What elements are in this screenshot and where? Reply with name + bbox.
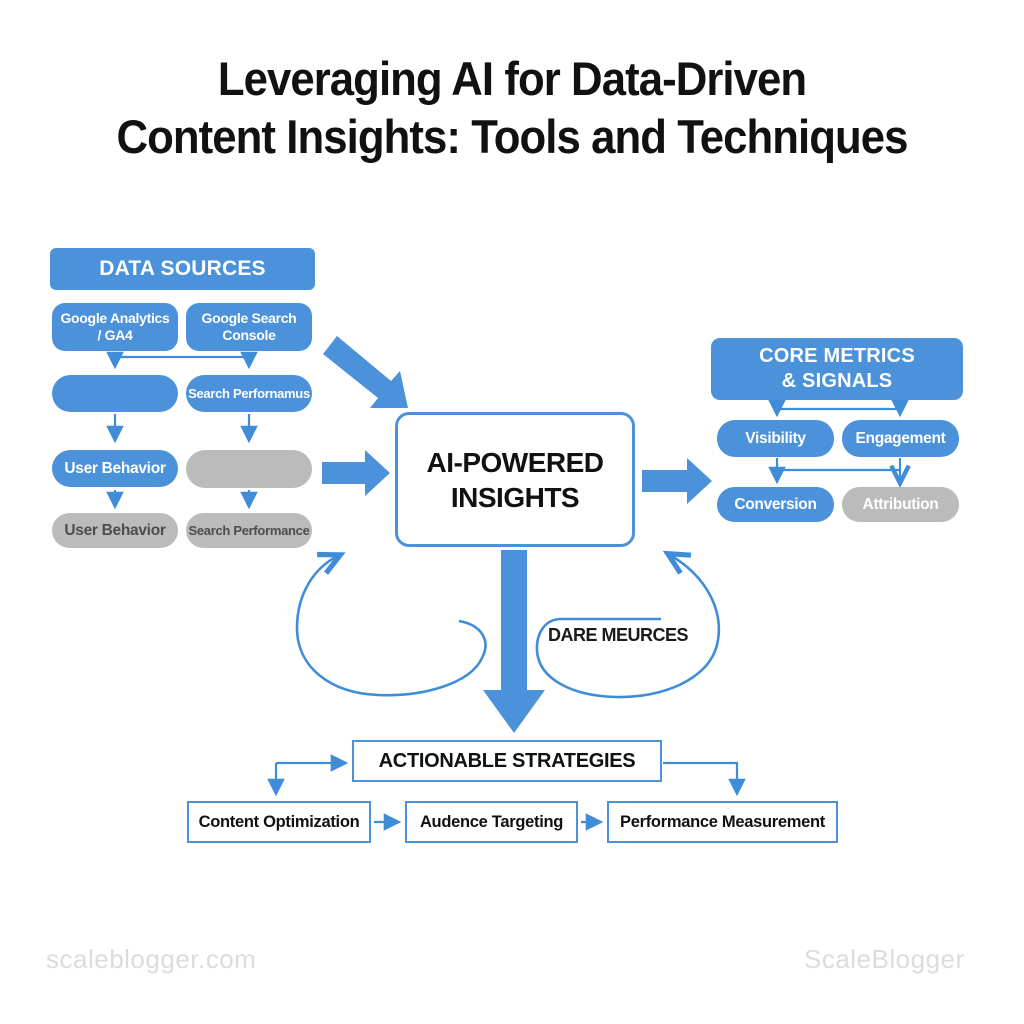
- data-sources-header: DATA SOURCES: [50, 248, 315, 290]
- page-title: Leveraging AI for Data-Driven Content In…: [0, 50, 1024, 166]
- strat-elbow-right: [663, 761, 746, 797]
- google-analytics-line2: / GA4: [97, 327, 133, 343]
- google-analytics-box: Google Analytics / GA4: [52, 303, 178, 351]
- big-arrow-down: [483, 550, 545, 733]
- feedback-loop-left: [295, 551, 487, 697]
- title-line-1: Leveraging AI for Data-Driven: [217, 52, 807, 105]
- pill-blank-gray: [186, 450, 312, 488]
- big-arrow-diagonal: [323, 336, 408, 408]
- pill-user-behavior-gray: User Behavior: [52, 513, 178, 548]
- pill-search-performance-gray: Search Performance: [186, 513, 312, 548]
- google-search-console-line2: Console: [222, 327, 276, 343]
- big-arrow-to-metrics: [642, 458, 712, 504]
- core-metrics-header-line1: CORE METRICS: [759, 345, 915, 367]
- pill-conversion: Conversion: [717, 487, 834, 522]
- pill-blank-blue: [52, 375, 178, 412]
- pill-search-performance-blue: Search Perfornamus: [186, 375, 312, 412]
- strategy-audence-targeting: Audence Targeting: [405, 801, 578, 843]
- google-search-console-box: Google Search Console: [186, 303, 312, 351]
- google-analytics-line1: Google Analytics: [60, 310, 170, 326]
- pill-user-behavior-blue: User Behavior: [52, 450, 178, 487]
- ai-powered-insights-box: AI-POWERED INSIGHTS: [395, 412, 635, 547]
- pill-visibility: Visibility: [717, 420, 834, 457]
- watermark-site-url: scaleblogger.com: [46, 944, 257, 974]
- core-metrics-header-line2: & SIGNALS: [781, 370, 893, 392]
- strategy-performance-measurement: Performance Measurement: [607, 801, 838, 843]
- actionable-strategies-box: ACTIONABLE STRATEGIES: [352, 740, 662, 782]
- pill-attribution: Attribution: [842, 487, 959, 522]
- google-search-console-line1: Google Search: [201, 310, 297, 326]
- ai-box-line1: AI-POWERED: [426, 446, 605, 478]
- watermark-brand: ScaleBlogger: [804, 944, 965, 974]
- pill-engagement: Engagement: [842, 420, 959, 457]
- strategy-content-optimization: Content Optimization: [187, 801, 371, 843]
- core-metrics-header: CORE METRICS & SIGNALS: [711, 338, 963, 400]
- title-line-2: Content Insights: Tools and Techniques: [116, 110, 908, 163]
- ai-box-line2: INSIGHTS: [450, 481, 580, 513]
- big-arrow-into-ai: [322, 450, 390, 496]
- feedback-loop-label: DARE MEURCES: [548, 625, 689, 645]
